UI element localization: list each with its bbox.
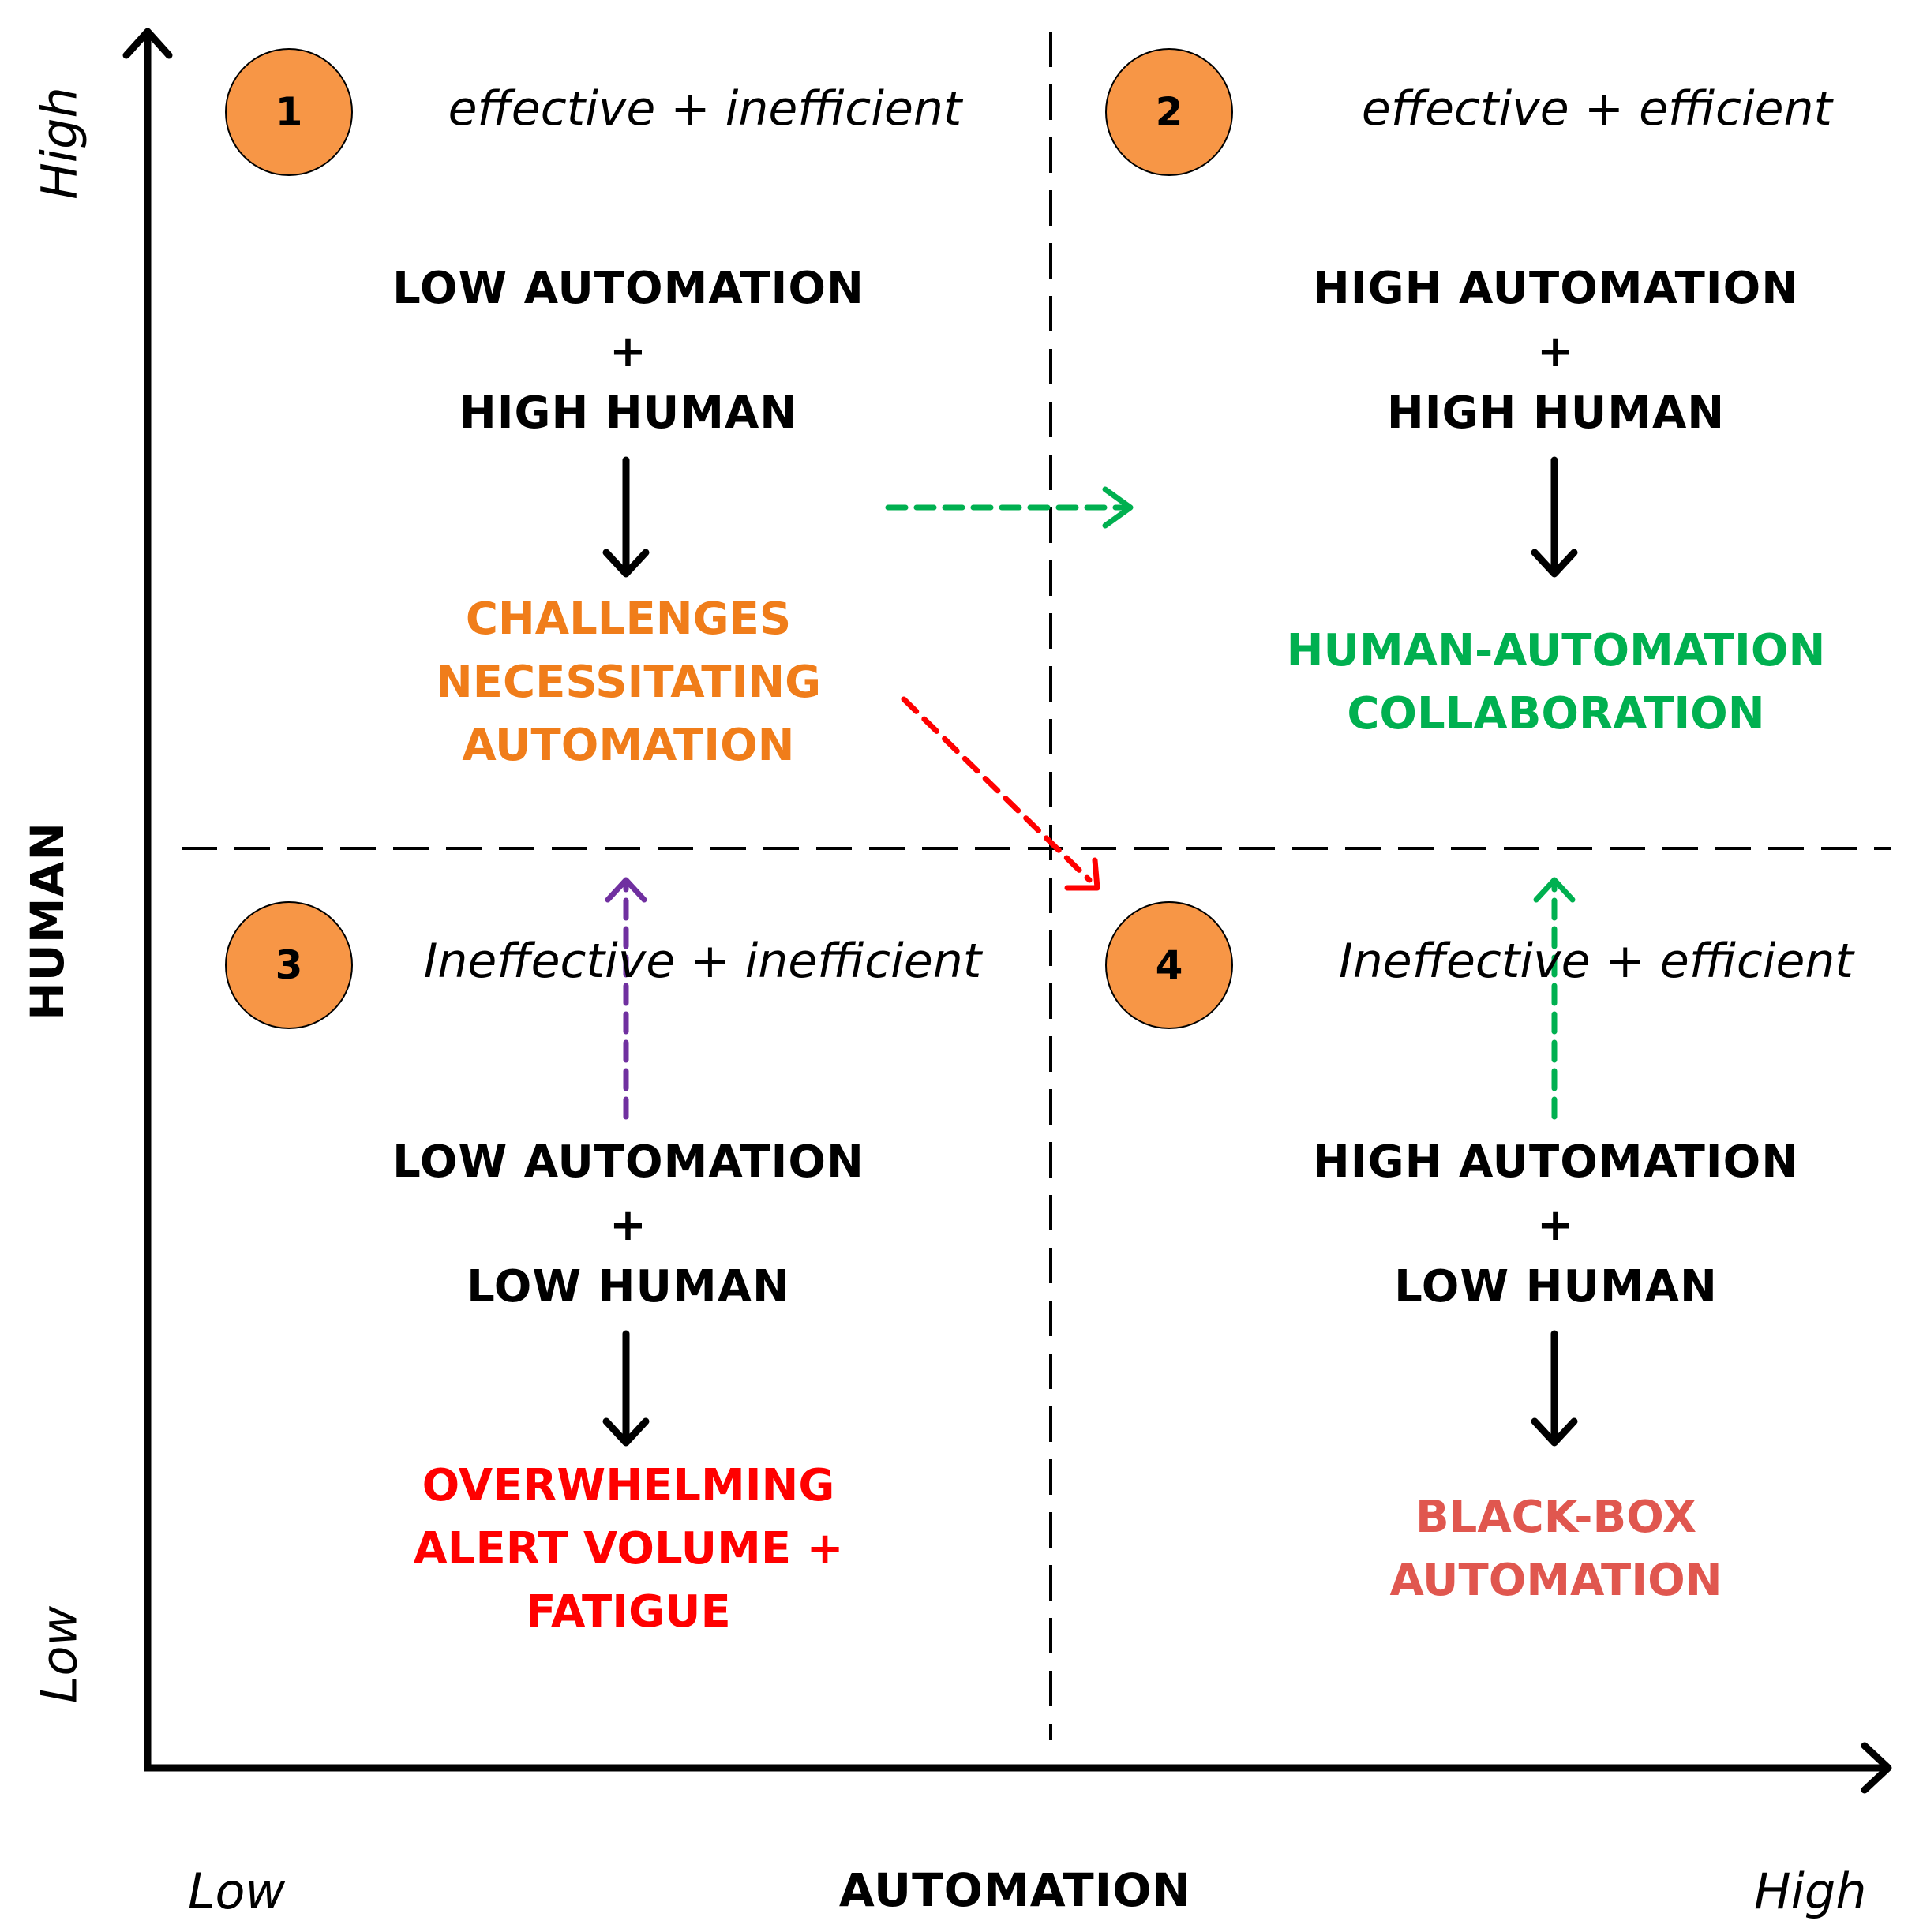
quadrant-plus: + (1537, 1200, 1575, 1251)
transition-arrow-q1-to-q2 (885, 486, 1134, 529)
outcome-line: AUTOMATION (462, 720, 795, 771)
quadrant-plus: + (609, 1200, 647, 1251)
outcome-line: OVERWHELMING (422, 1460, 835, 1511)
y-axis-arrowhead (122, 28, 173, 59)
outcome-line: HUMAN-AUTOMATION (1286, 625, 1826, 676)
down-arrow-q2 (1531, 456, 1578, 578)
transition-arrow-q1-to-q4 (901, 696, 1100, 891)
quadrant-outcome: OVERWHELMING ALERT VOLUME + FATIGUE (413, 1455, 843, 1644)
quadrant-outcome: HUMAN-AUTOMATION COLLABORATION (1287, 620, 1826, 746)
quadrant-badge: 4 (1105, 901, 1233, 1029)
outcome-line: CHALLENGES (465, 593, 792, 645)
quadrant-number: 2 (1155, 89, 1183, 135)
quadrant-descriptor: Ineffective + inefficient (423, 934, 982, 989)
quadrant-descriptor: effective + efficient (1361, 81, 1833, 137)
x-axis-high-label: High (1754, 1863, 1867, 1920)
quadrant-number: 4 (1155, 942, 1183, 988)
quadrant-line1: HIGH AUTOMATION (1312, 263, 1800, 314)
quadrant-badge: 3 (225, 901, 353, 1029)
y-axis-low-label: Low (30, 1605, 88, 1704)
outcome-line: NECESSITATING (435, 657, 822, 708)
x-axis-title: AUTOMATION (838, 1863, 1192, 1917)
outcome-line: AUTOMATION (1389, 1555, 1722, 1606)
quadrant-plus: + (609, 326, 647, 377)
down-arrow-q1 (602, 456, 650, 578)
quadrant-line1: HIGH AUTOMATION (1312, 1136, 1800, 1188)
transition-arrow-q3-to-q1 (605, 877, 647, 1120)
x-axis-arrowhead (1861, 1742, 1892, 1794)
quadrant-line1: LOW AUTOMATION (392, 263, 864, 314)
outcome-line: ALERT VOLUME + (413, 1523, 844, 1574)
down-arrow-q4 (1531, 1330, 1578, 1447)
quadrant-badge: 2 (1105, 48, 1233, 176)
y-axis-title: HUMAN (21, 822, 74, 1020)
quadrant-plus: + (1537, 326, 1575, 377)
quadrant-badge: 1 (225, 48, 353, 176)
quadrant-descriptor: effective + inefficient (448, 81, 962, 137)
transition-arrow-q4-to-q2 (1533, 877, 1576, 1120)
quadrant-outcome: BLACK-BOX AUTOMATION (1389, 1486, 1722, 1612)
quadrant-line2: HIGH HUMAN (1386, 388, 1726, 439)
x-axis-low-label: Low (188, 1863, 286, 1920)
quadrant-line1: LOW AUTOMATION (392, 1136, 864, 1188)
outcome-line: BLACK-BOX (1415, 1492, 1697, 1543)
quadrant-line2: HIGH HUMAN (459, 388, 798, 439)
quadrant-outcome: CHALLENGES NECESSITATING AUTOMATION (436, 588, 821, 777)
quadrant-line2: LOW HUMAN (467, 1261, 790, 1312)
down-arrow-q3 (602, 1330, 650, 1447)
quadrant-number: 1 (275, 89, 303, 135)
outcome-line: FATIGUE (526, 1586, 731, 1638)
y-axis-high-label: High (30, 87, 88, 200)
quadrant-descriptor: Ineffective + efficient (1339, 934, 1854, 989)
outcome-line: COLLABORATION (1347, 688, 1765, 739)
quadrant-line2: LOW HUMAN (1394, 1261, 1718, 1312)
quadrant-number: 3 (275, 942, 303, 988)
